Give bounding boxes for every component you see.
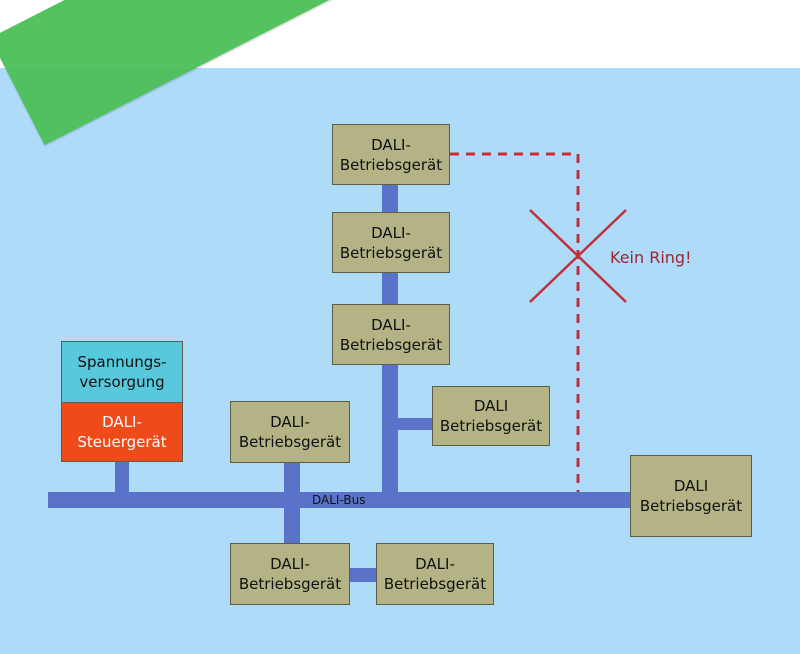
device-line1: DALI xyxy=(673,477,709,495)
device-far-right: DALI Betriebsgerät xyxy=(630,455,752,537)
device-line2: Betriebsgerät xyxy=(339,243,443,262)
device-line1: DALI- xyxy=(270,555,310,573)
device-line1: DALI xyxy=(473,397,509,415)
controller-line2: Steuergerät xyxy=(77,433,167,451)
device-top-1: DALI- Betriebsgerät xyxy=(332,124,450,185)
device-line1: DALI- xyxy=(371,223,411,242)
bus-label: DALI-Bus xyxy=(312,493,366,507)
device-line2: Betriebsgerät xyxy=(339,155,443,174)
controller-line1: DALI- xyxy=(102,413,142,431)
device-line1: DALI- xyxy=(415,555,455,573)
branch-stub-right xyxy=(390,418,434,430)
device-line2: Betriebsgerät xyxy=(238,575,342,593)
bottom-link xyxy=(346,568,380,582)
device-bottom-left: DALI- Betriebsgerät xyxy=(230,543,350,605)
power-supply: Spannungs- versorgung xyxy=(61,341,183,403)
device-branch-right: DALI Betriebsgerät xyxy=(432,386,550,446)
main-bus-line xyxy=(48,492,634,508)
device-line1: DALI- xyxy=(371,135,411,154)
device-top-3: DALI- Betriebsgerät xyxy=(332,304,450,365)
device-left-mid: DALI- Betriebsgerät xyxy=(230,401,350,463)
device-line2: Betriebsgerät xyxy=(238,433,342,451)
device-line2: Betriebsgerät xyxy=(339,335,443,354)
dali-controller: DALI- Steuergerät xyxy=(61,402,183,462)
forbidden-ring-line xyxy=(450,152,580,492)
power-supply-line1: Spannungs- xyxy=(77,353,167,371)
device-line1: DALI- xyxy=(371,315,411,334)
cross-stroke-2 xyxy=(529,209,627,303)
device-top-2: DALI- Betriebsgerät xyxy=(332,212,450,273)
left-device-drop xyxy=(284,460,300,546)
device-line1: DALI- xyxy=(270,413,310,431)
device-line2: Betriebsgerät xyxy=(639,497,743,515)
controller-drop xyxy=(115,460,129,496)
power-supply-line2: versorgung xyxy=(79,373,165,391)
device-line2: Betriebsgerät xyxy=(383,575,487,593)
device-bottom-right: DALI- Betriebsgerät xyxy=(376,543,494,605)
device-line2: Betriebsgerät xyxy=(439,417,543,435)
no-ring-label: Kein Ring! xyxy=(610,248,692,267)
